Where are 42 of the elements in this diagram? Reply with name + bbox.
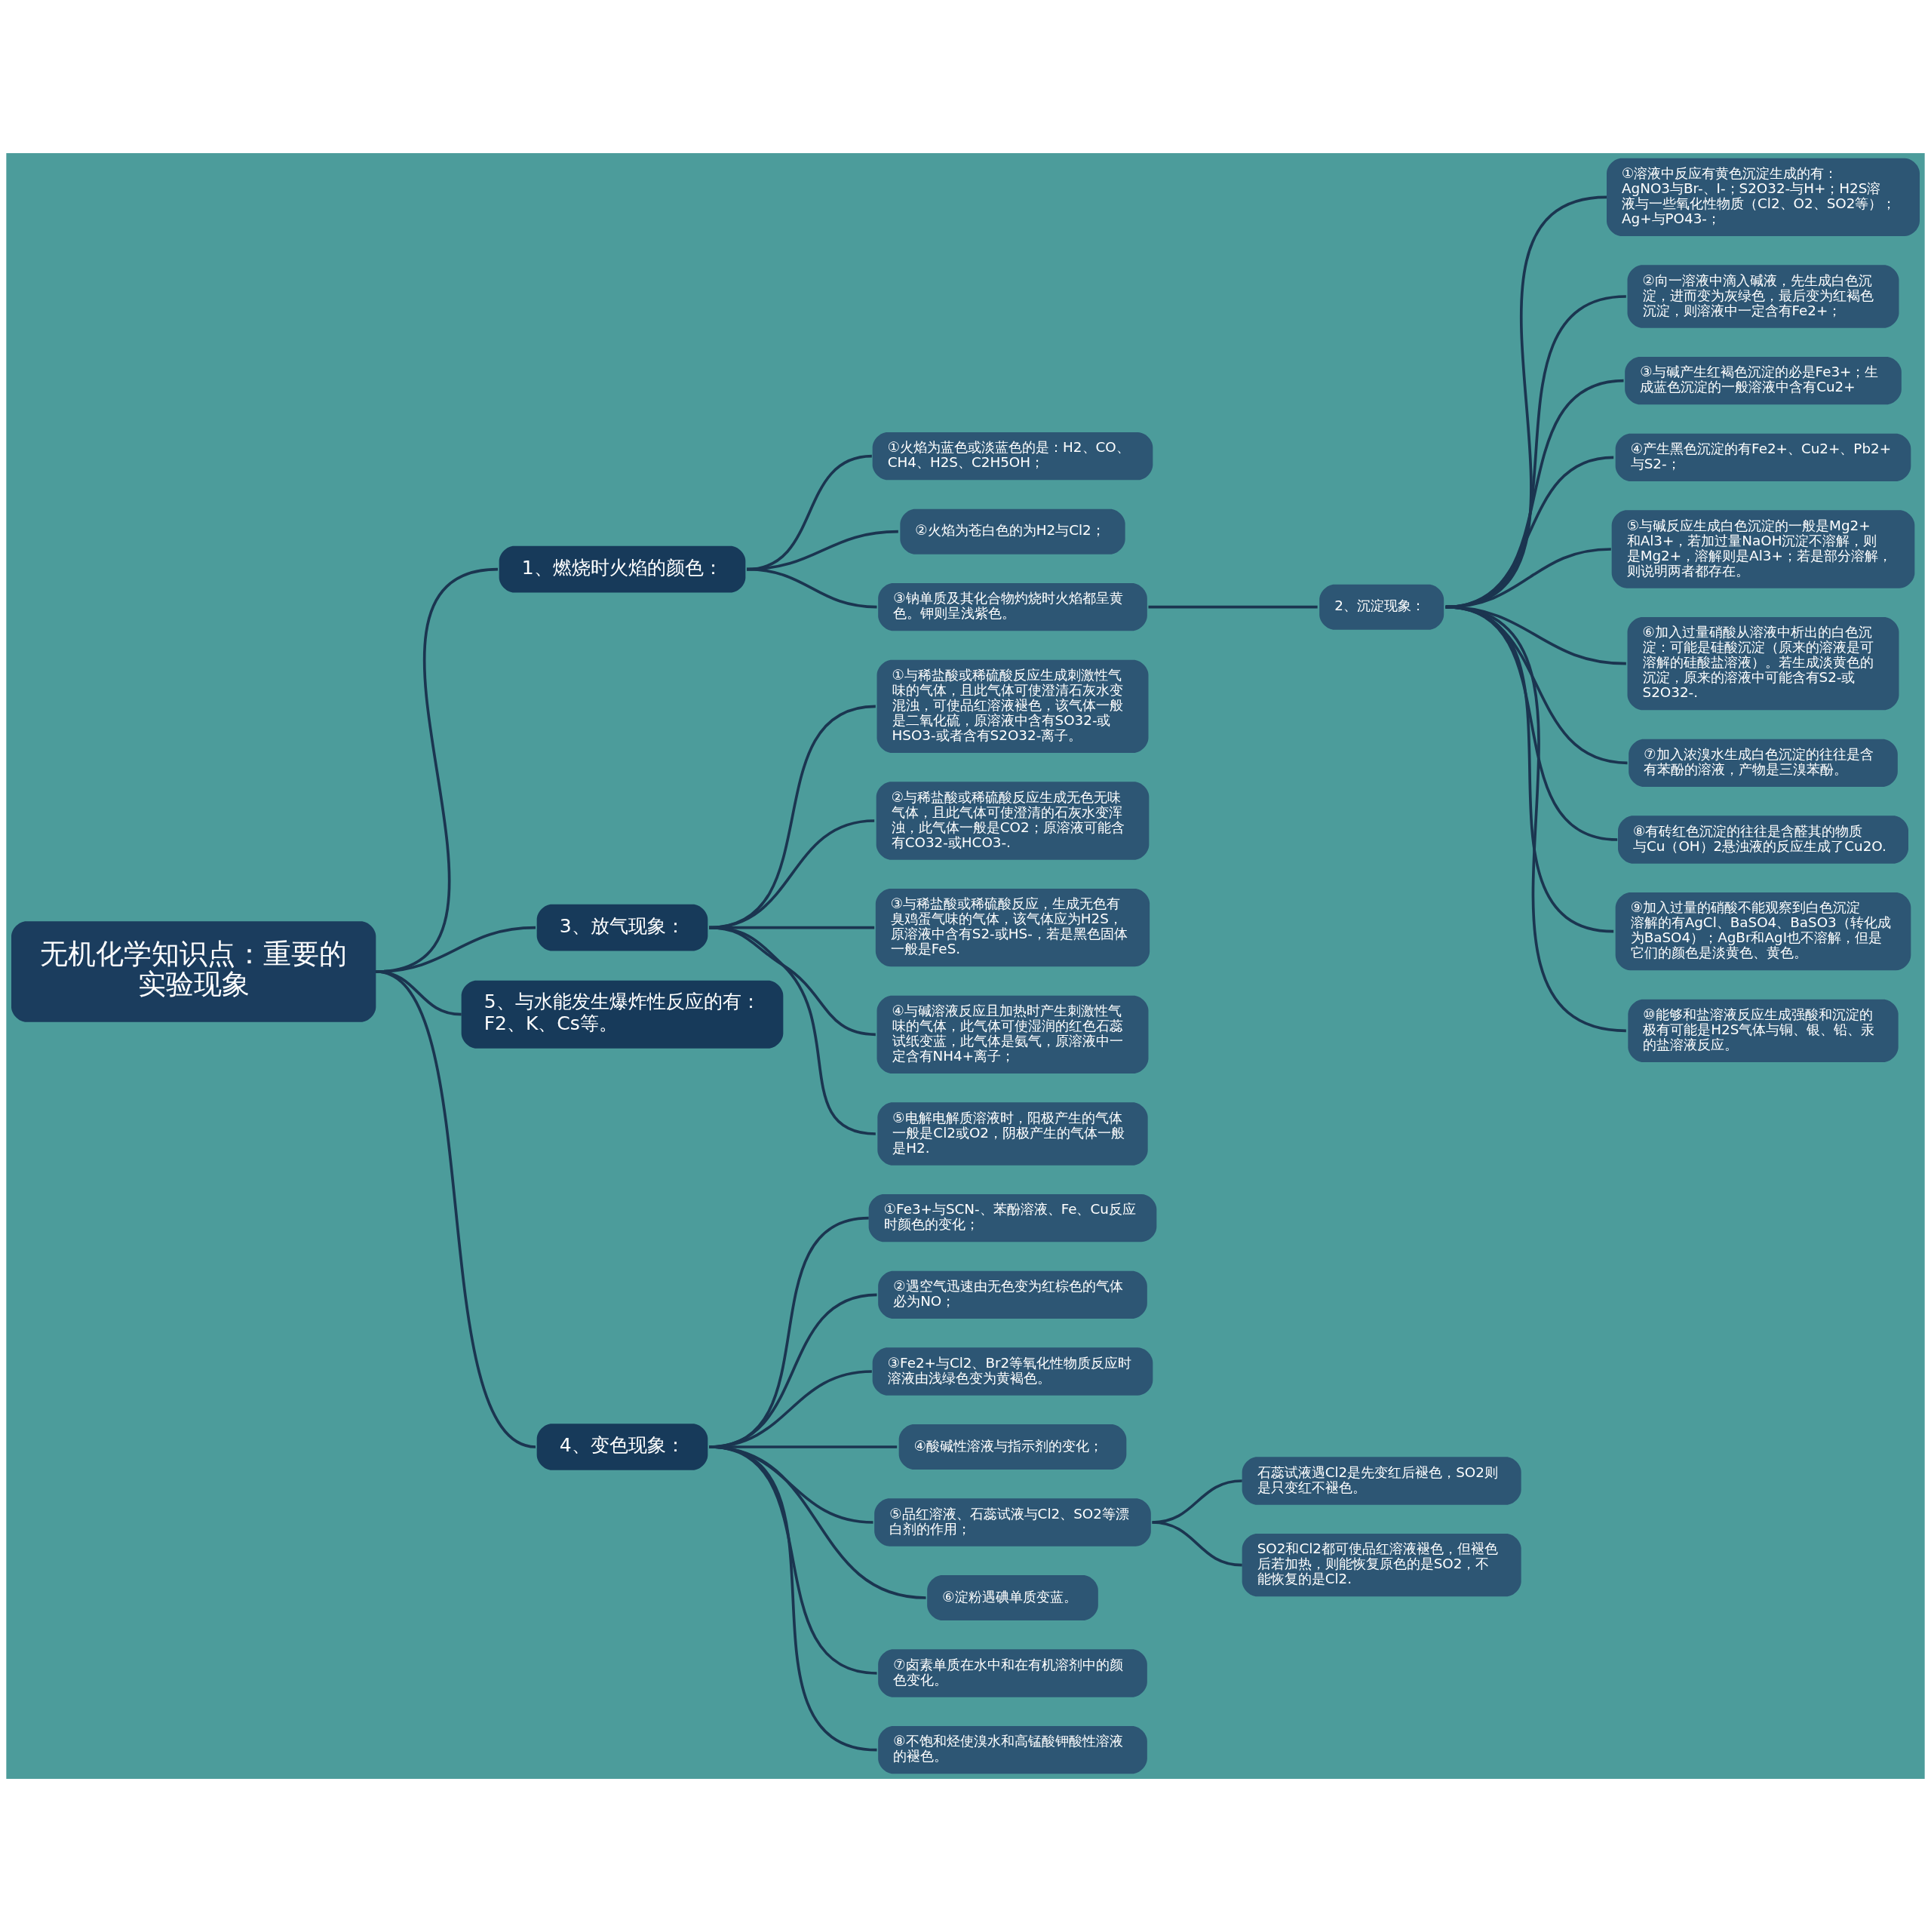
node-box: ④与碱溶液反应且加热时产生刺激性气味的气体，此气体可使湿润的红色石蕊试纸变蓝，此气体是氨气，原溶液中一定含有NH4+离子；	[876, 995, 1149, 1074]
node-box: 1、燃烧时火焰的颜色：	[499, 545, 746, 593]
node-box: ④酸碱性溶液与指示剂的变化；	[898, 1424, 1127, 1470]
node-box: ⑥加入过量硝酸从溶液中析出的白色沉淀：可能是硅酸沉淀（原来的溶液是可溶解的硅酸盐溶液）。若生成淡黄色的沉淀，原来的溶液中可能含有S2-或S2O32-.	[1627, 617, 1899, 711]
node-box: ⑤品红溶液、石蕊试液与Cl2、SO2等漂白剂的作用；	[874, 1498, 1151, 1547]
node-box: ⑧有砖红色沉淀的往往是含醛其的物质与Cu（OH）2悬浊液的反应生成了Cu2O.	[1618, 815, 1908, 864]
connector	[708, 1445, 877, 1752]
node-box: 4、变色现象：	[536, 1424, 708, 1470]
node-box: ③Fe2+与Cl2、Br2等氧化性物质反应时溶液由浅绿色变为黄褐色。	[872, 1347, 1153, 1396]
node-box: ④产生黑色沉淀的有Fe2+、Cu2+、Pb2+与S2-；	[1615, 433, 1911, 481]
node-box: ⑤电解电解质溶液时，阳极产生的气体一般是Cl2或O2，阴极产生的气体一般是H2.	[877, 1102, 1148, 1166]
node-box: ⑧不饱和烃使溴水和高锰酸钾酸性溶液的褪色。	[878, 1726, 1147, 1774]
node-box: ②遇空气迅速由无色变为红棕色的气体必为NO；	[878, 1270, 1147, 1319]
node-box: ⑦加入浓溴水生成白色沉淀的往往是含有苯酚的溶液，产物是三溴苯酚。	[1629, 739, 1898, 787]
node-box: ①溶液中反应有黄色沉淀生成的有：AgNO3与Br-、I-；S2O32-与H+；H2S溶液与一些氧化性物质（Cl2、O2、SO2等）；Ag+与PO43-；	[1607, 158, 1920, 236]
node-box: 无机化学知识点：重要的实验现象	[11, 921, 376, 1022]
node-box: ①Fe3+与SCN-、苯酚溶液、Fe、Cu反应时颜色的变化；	[868, 1194, 1157, 1242]
connector	[708, 926, 876, 1135]
connector	[375, 970, 536, 1448]
node-box: 3、放气现象：	[536, 904, 708, 951]
connector	[1445, 605, 1627, 1033]
node-box: ③与碱产生红褐色沉淀的必是Fe3+；生成蓝色沉淀的一般溶液中含有Cu2+	[1625, 357, 1902, 405]
connector	[1148, 605, 1318, 609]
node-box: ③钠单质及其化合物灼烧时火焰都呈黄色。钾则呈浅紫色。	[878, 583, 1147, 631]
connector	[1152, 1521, 1242, 1567]
node-box: ②与稀盐酸或稀硫酸反应生成无色无味气体，且此气体可使澄清的石灰水变浑浊，此气体一般是CO2；原溶液可能含有CO32-或HCO3-.	[876, 782, 1150, 860]
node-box: ⑥淀粉遇碘单质变蓝。	[927, 1575, 1098, 1620]
connector	[708, 926, 876, 1037]
node-box: ①火焰为蓝色或淡蓝色的是：H2、CO、CH4、H2S、C2H5OH；	[872, 432, 1153, 481]
node-box: ⑨加入过量的硝酸不能观察到白色沉淀溶解的有AgCl、BaSO4、BaSO3（转化成为BaSO4）；AgBr和AgI也不溶解，但是它们的颜色是淡黄色、黄色。	[1615, 892, 1911, 971]
node-box: ②向一溶液中滴入碱液，先生成白色沉淀，进而变为灰绿色，最后变为红褐色沉淀，则溶液中一定含有Fe2+；	[1627, 265, 1899, 328]
node-box: ⑩能够和盐溶液反应生成强酸和沉淀的极有可能是H2S气体与铜、银、铅、汞的盐溶液反应。	[1628, 999, 1899, 1062]
node-box: ③与稀盐酸或稀硫酸反应，生成无色有臭鸡蛋气味的气体，该气体应为H2S，原溶液中含有S2-或HS-，若是黑色固体一般是FeS.	[875, 889, 1150, 967]
node-box: 2、沉淀现象：	[1319, 584, 1444, 630]
node-box: 石蕊试液遇Cl2是先变红后褪色，SO2则是只变红不褪色。	[1242, 1457, 1521, 1505]
node-box: ⑤与碱反应生成白色沉淀的一般是Mg2+和Al3+，若加过量NaOH沉淀不溶解，则是Mg2+，溶解则是Al3+；若是部分溶解，则说明两者都存在。	[1611, 510, 1915, 588]
node-box: SO2和Cl2都可使品红溶液褪色，但褪色后若加热，则能恢复原色的是SO2，不能恢复的是Cl2.	[1242, 1534, 1521, 1597]
node-box: ②火焰为苍白色的为H2与Cl2；	[900, 508, 1125, 554]
node-box: 5、与水能发生爆炸性反应的有：F2、K、Cs等。	[461, 980, 784, 1049]
node-box: ①与稀盐酸或稀硫酸反应生成刺激性气味的气体，且此气体可使澄清石灰水变混浊，可使品红溶液褪色，该气体一般是二氧化硫，原溶液中含有SO32-或HSO3-或者含有S2O32-离子。	[876, 659, 1149, 753]
node-box: ⑦卤素单质在水中和在有机溶剂中的颜色变化。	[878, 1649, 1147, 1697]
connector	[746, 567, 877, 609]
